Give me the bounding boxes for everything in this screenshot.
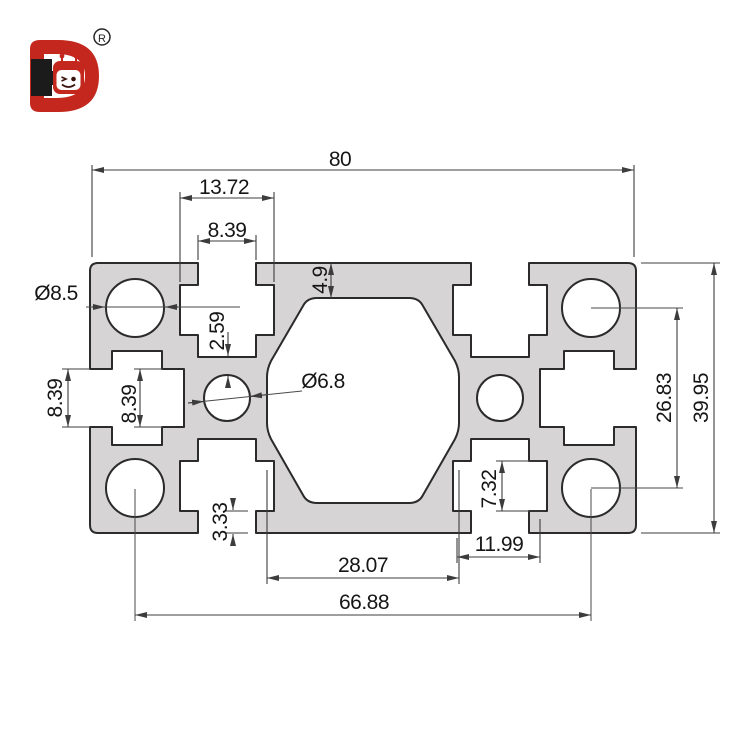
- dim-top-wall-label: 4.9: [309, 266, 332, 294]
- registered-trademark-icon: R: [93, 28, 111, 46]
- dim-side-slot-opening-label: 8.39: [44, 379, 67, 418]
- dim-arrow: [187, 399, 205, 406]
- dim-hole-horizontal-spacing-label: 66.88: [339, 591, 389, 614]
- registered-letter: R: [98, 33, 106, 45]
- dimension-lines: [62, 165, 720, 621]
- logo-letter-h: [31, 59, 64, 96]
- dimension-labels: 80 13.72 8.39 4.9 2.59 Ø8.5 8.39 8.39 Ø6…: [34, 148, 713, 614]
- dim-overall-width-label: 80: [329, 148, 351, 171]
- dim-slot-cavity-width-label: 13.72: [199, 176, 249, 199]
- corner-hole-top-left: [105, 278, 165, 338]
- dim-bottom-slot-depth-label: 7.32: [478, 470, 501, 509]
- dim-bottom-slot-offset-label: 11.99: [475, 533, 524, 556]
- dim-cavity-width-label: 28.07: [338, 554, 388, 577]
- dim-slot-to-hole-label: 2.59: [206, 312, 229, 351]
- dim-arrow: [249, 392, 267, 399]
- leader-line: [187, 390, 303, 404]
- logo-letter-d: [30, 40, 99, 112]
- dim-center-hole-dia-label: Ø6.8: [301, 370, 345, 393]
- dim-side-slot-inner-label: 8.39: [118, 385, 141, 424]
- center-cavity: [266, 297, 460, 504]
- logo-robot-head-icon: [53, 53, 84, 94]
- dim-corner-hole-dia-label: Ø8.5: [34, 282, 78, 305]
- dim-hole-vertical-spacing-label: 26.83: [653, 373, 676, 423]
- dim-overall-height-label: 39.95: [690, 373, 713, 423]
- dim-bottom-wall-label: 3.33: [209, 503, 232, 542]
- screw-hole-right: [476, 374, 524, 422]
- screw-hole-left: [203, 374, 251, 422]
- dim-slot-opening-label: 8.39: [208, 219, 247, 242]
- brand-logo: R: [30, 28, 111, 112]
- profile-section: [89, 262, 637, 534]
